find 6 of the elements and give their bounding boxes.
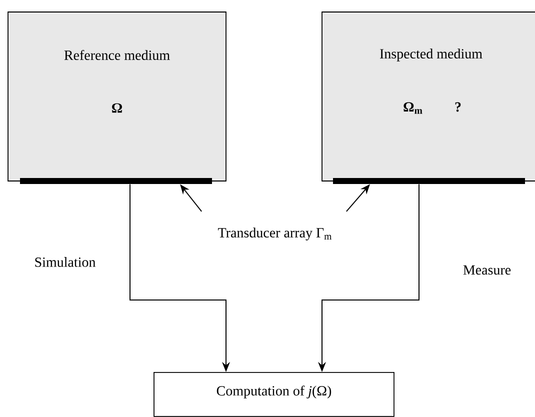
medium-box: Reference medium Ω [8, 12, 226, 182]
computation-box: Computation ofj(Ω) [154, 372, 394, 417]
edge-label: Simulation [35, 257, 96, 267]
annotation-text: Transducer array Γ$_{m}$ [218, 228, 332, 240]
medium-box: Inspected medium Ω$_{m}$ ? [322, 12, 535, 182]
edge-label: Measure [463, 265, 511, 275]
